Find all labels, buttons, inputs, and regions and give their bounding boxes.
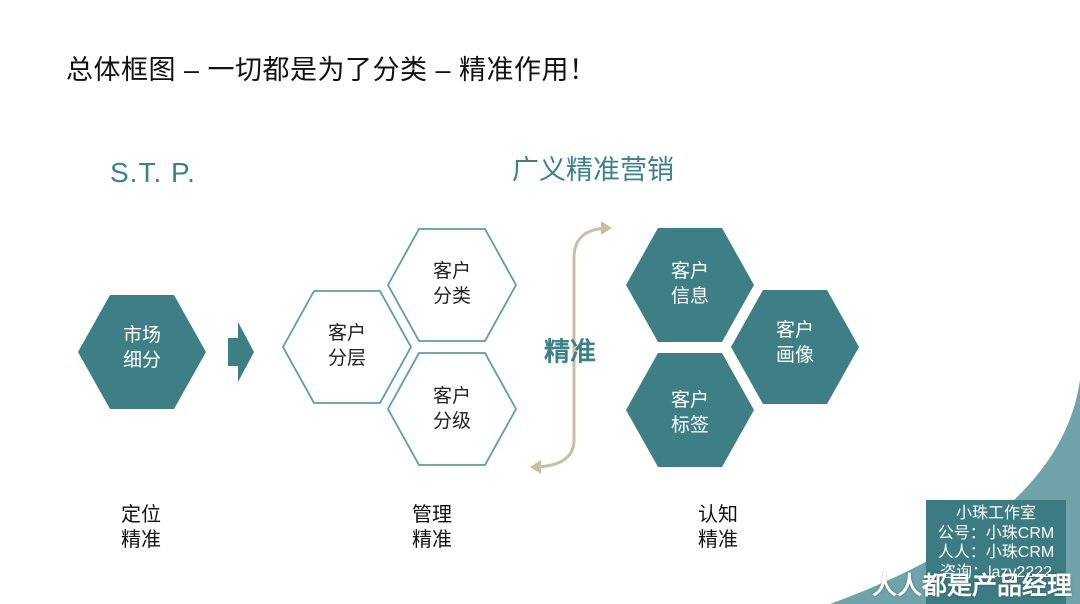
studio-line-contact: 咨询：lazy2222: [939, 563, 1053, 581]
bottom-label-cognition: 认知 精准: [698, 503, 738, 553]
hexagon-label-line: 标签: [670, 415, 710, 436]
hexagon-label-tags: 客户 标签: [671, 388, 709, 438]
hexagon-label-layering: 客户 分层: [328, 321, 366, 371]
arrow-head-bottom: [530, 460, 541, 474]
hexagon-label-line: 分层: [327, 348, 367, 369]
hexagon-label-line: 客户: [670, 261, 710, 282]
hexagon-label-line: 画像: [775, 345, 815, 366]
hexagon-label-market: 市场 细分: [123, 323, 161, 373]
studio-line-renren: 人人：小珠CRM: [937, 544, 1055, 561]
hexagon-customer-portrait: [731, 290, 859, 404]
hexagon-customer-tags: [626, 353, 754, 467]
studio-line-name: 小珠工作室: [955, 505, 1036, 522]
page-title: 总体框图 – 一切都是为了分类 – 精准作用！: [66, 55, 597, 85]
bottom-label-line: 精准: [121, 529, 161, 551]
bottom-label-line: 认知: [698, 504, 738, 526]
hexagon-label-line: 客户: [432, 261, 472, 282]
curved-double-arrow-icon: [535, 226, 606, 469]
hexagon-customer-grading: [386, 352, 518, 466]
hexagon-label-line: 客户: [432, 386, 472, 407]
hexagon-customer-info: [626, 228, 754, 342]
arrow-right-icon: [228, 322, 254, 382]
broad-precision-marketing-label: 广义精准营销: [512, 155, 674, 185]
studio-line-wechat: 公号：小珠CRM: [937, 524, 1055, 542]
bottom-label-management: 管理 精准: [412, 503, 452, 553]
hexagon-label-line: 细分: [122, 350, 162, 371]
hexagon-label-line: 客户: [670, 390, 710, 411]
hexagon-customer-layering: [281, 290, 413, 404]
watermark-text: 人人都是产品经理: [872, 572, 1073, 600]
hexagon-label-line: 分类: [432, 286, 472, 307]
hexagon-label-line: 客户: [775, 320, 815, 341]
bottom-label-line: 精准: [698, 529, 738, 551]
bottom-label-line: 管理: [412, 504, 452, 526]
hexagon-customer-classification: [386, 228, 518, 342]
arrow-head-top: [601, 221, 612, 235]
hexagon-label-grading: 客户 分级: [433, 384, 471, 434]
hexagon-label-classify: 客户 分类: [433, 259, 471, 309]
hexagon-label-line: 客户: [327, 323, 367, 344]
bottom-label-line: 定位: [121, 504, 161, 526]
stp-label: S.T. P.: [110, 157, 196, 188]
hexagon-label-line: 分级: [432, 411, 472, 432]
studio-info-box: 小珠工作室 公号：小珠CRM 人人：小珠CRM 咨询：lazy2222: [926, 500, 1066, 604]
hexagon-label-portrait: 客户 画像: [776, 318, 814, 368]
bottom-label-positioning: 定位 精准: [121, 503, 161, 553]
bottom-label-line: 精准: [412, 529, 452, 551]
precise-label: 精准: [543, 336, 597, 367]
hexagon-market-segmentation: [78, 295, 206, 409]
hexagon-label-line: 信息: [670, 286, 710, 307]
hexagon-label-info: 客户 信息: [671, 259, 709, 309]
hexagon-label-line: 市场: [122, 325, 162, 346]
